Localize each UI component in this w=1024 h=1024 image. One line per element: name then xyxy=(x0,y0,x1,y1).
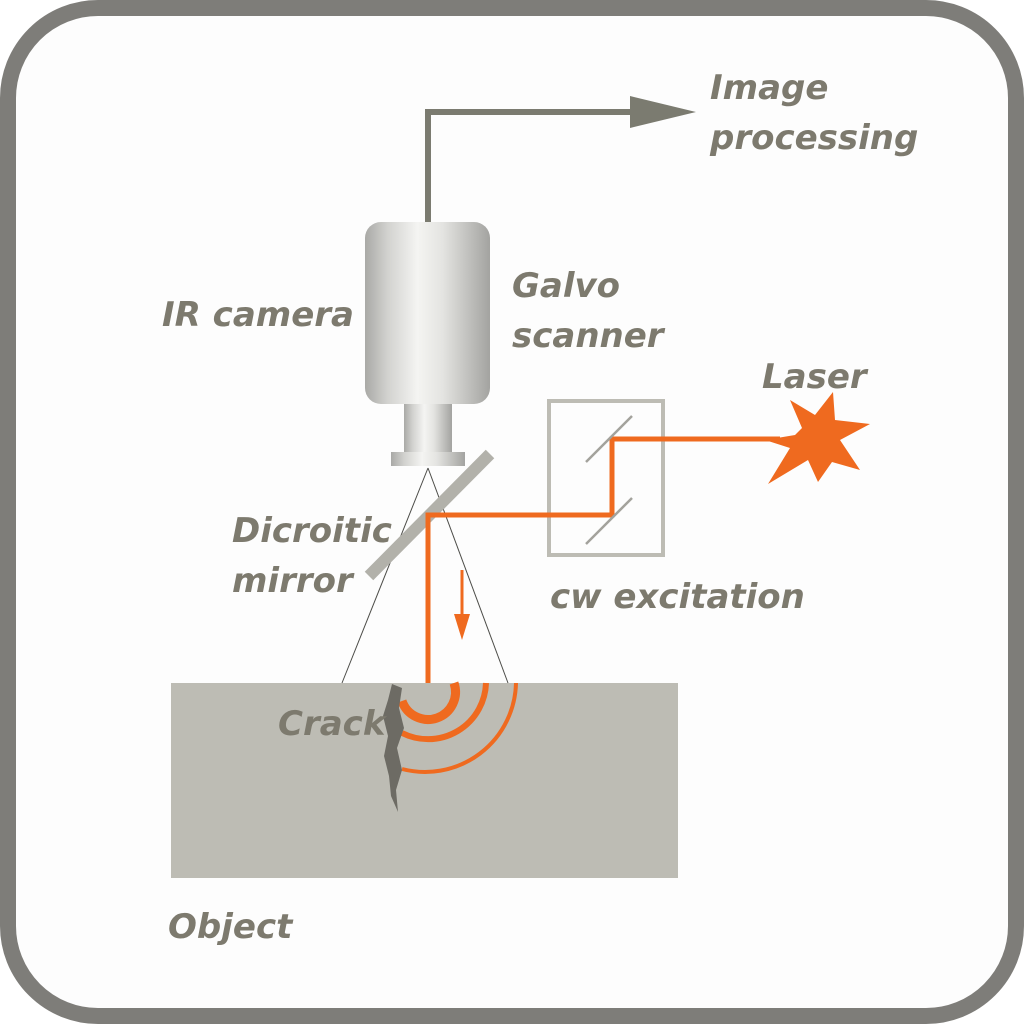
heat-wave-rings xyxy=(397,681,518,774)
crack-shape xyxy=(383,684,404,812)
galvo-scanner-label-line2: scanner xyxy=(512,316,666,356)
cw-excitation-label: cw excitation xyxy=(550,577,805,617)
laser-label: Laser xyxy=(762,357,869,397)
galvo-scanner-label-line1: Galvo xyxy=(512,266,620,306)
image-processing-arrow xyxy=(425,96,696,222)
dicroitic-mirror-label-line1: Dicroitic xyxy=(232,511,392,551)
down-arrow-icon xyxy=(454,570,470,640)
laser-burst-icon xyxy=(765,392,870,484)
image-processing-label-line1: Image xyxy=(710,68,828,108)
dicroitic-mirror-label-line2: mirror xyxy=(232,561,355,601)
cw-mirrors xyxy=(585,415,633,545)
image-processing-label-line2: processing xyxy=(709,118,918,158)
object-label: Object xyxy=(168,907,294,947)
ir-camera-label: IR camera xyxy=(162,295,354,335)
camera-icon xyxy=(365,222,490,466)
object-block xyxy=(171,683,678,878)
laser-beam xyxy=(425,436,780,683)
cw-excitation-box xyxy=(547,399,665,557)
crack-label: Crack xyxy=(278,704,388,744)
